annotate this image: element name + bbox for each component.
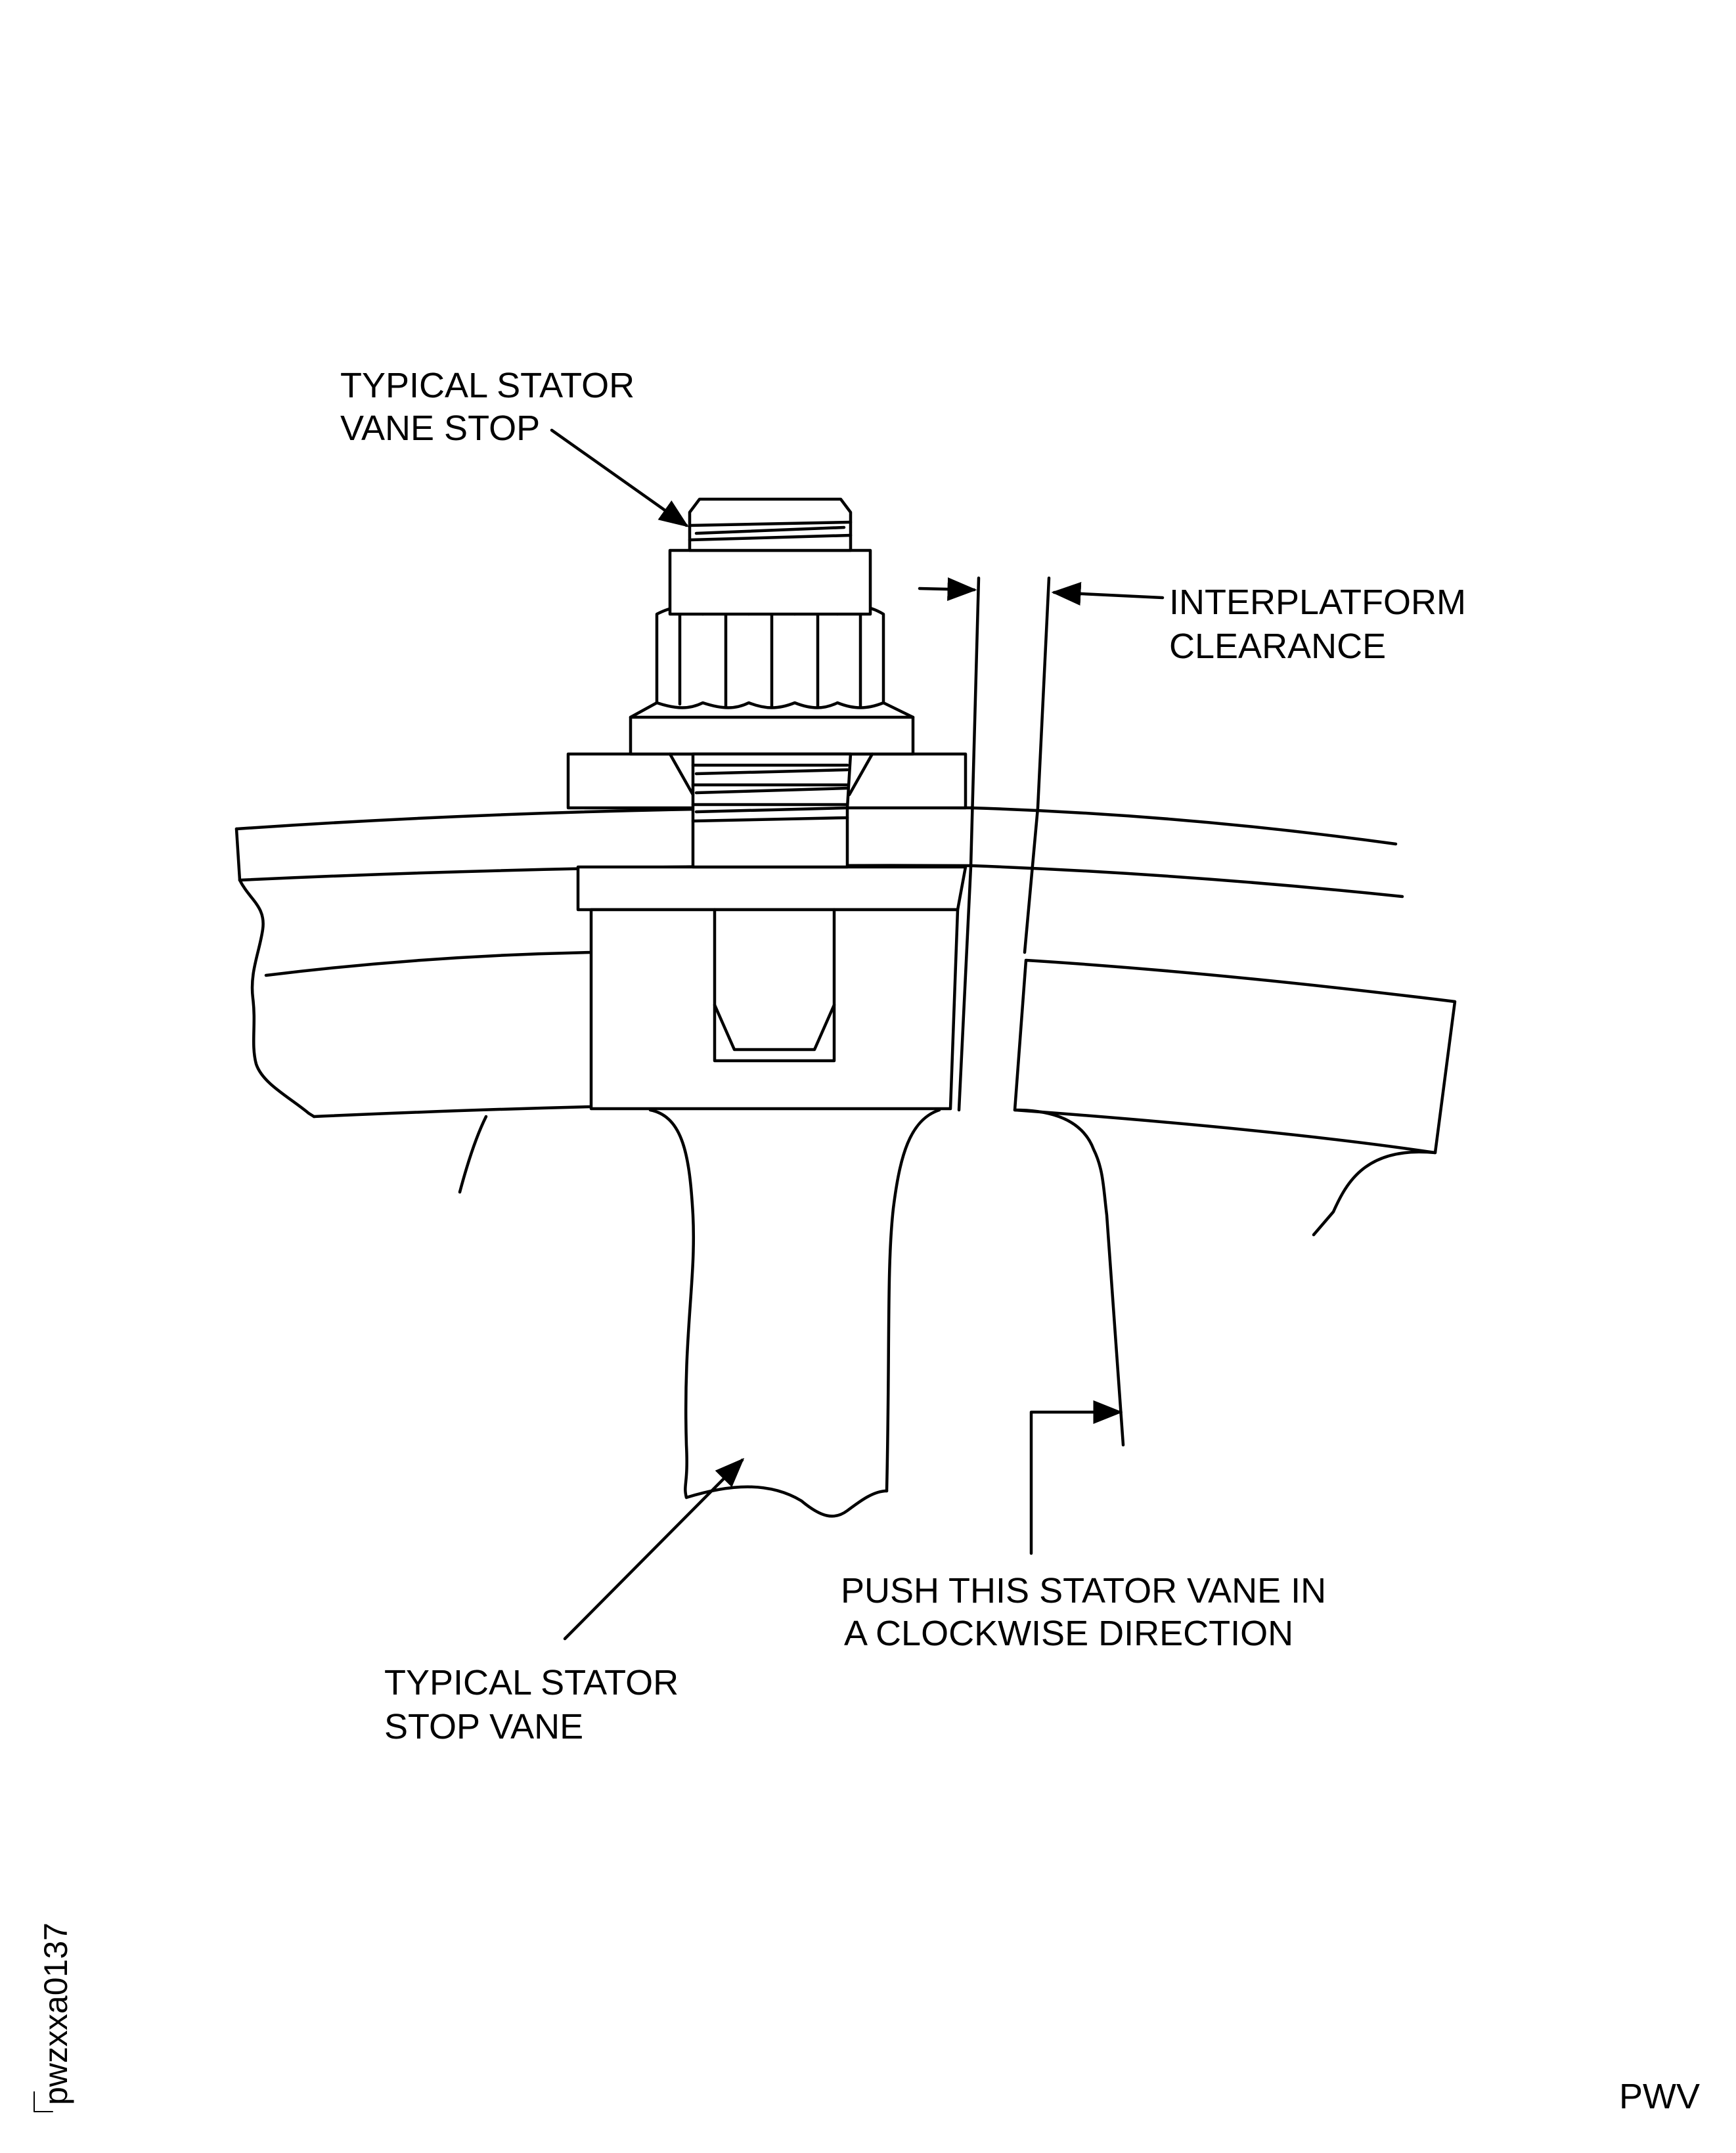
clearance-lines [957, 576, 1051, 1112]
corner-code: PWV [1619, 2077, 1700, 2116]
stop-vane-airfoil [648, 1108, 941, 1518]
label-stop-vane-line2: STOP VANE [384, 1707, 583, 1746]
label-vane-stop-line1: TYPICAL STATOR [340, 366, 634, 405]
shroud-band-right [969, 806, 1404, 899]
label-interplatform-line2: CLEARANCE [1169, 627, 1386, 666]
left-vane-platform [238, 878, 593, 1194]
label-interplatform-line1: INTERPLATFORM [1169, 583, 1466, 622]
right-vane-platform [1013, 958, 1457, 1447]
label-vane-stop-line2: VANE STOP [340, 409, 540, 448]
figure-id-block: pwzxxa0137 [33, 1922, 74, 2112]
leader-arrows [550, 428, 1165, 1641]
stop-vane-block [576, 865, 968, 1111]
label-stop-vane-line1: TYPICAL STATOR [384, 1663, 679, 1702]
vane-stop-assembly [566, 497, 968, 869]
label-push-vane-line2: A CLOCKWISE DIRECTION [844, 1614, 1293, 1653]
label-push-vane-line1: PUSH THIS STATOR VANE IN [841, 1571, 1326, 1610]
figure-id: pwzxxa0137 [37, 1922, 74, 2105]
